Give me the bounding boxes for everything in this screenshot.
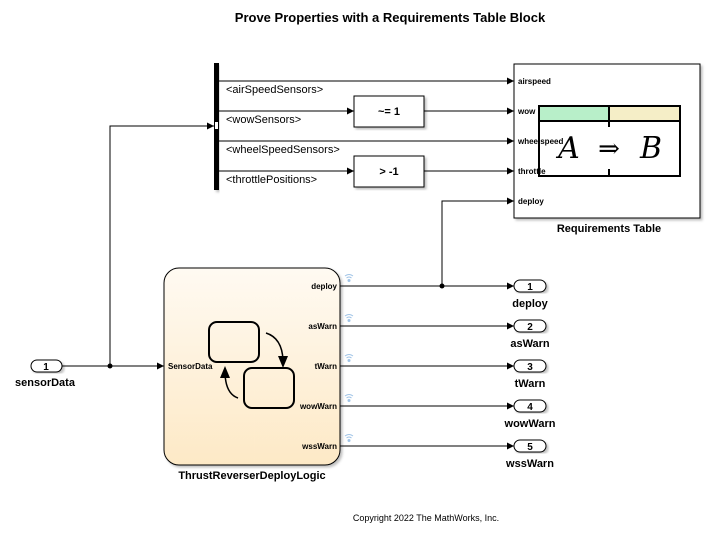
requirements-table-block[interactable]: A ⇒ B airspeed wow wheelspeed throttle d… [513,63,701,219]
req-port-throttle: throttle [518,167,546,176]
req-port-deploy: deploy [518,197,544,206]
chart-output-wowwarn: wowWarn [299,402,337,411]
outport-number: 3 [527,362,533,373]
outport-name: wowWarn [504,418,556,430]
output-lines [340,282,514,450]
stateflow-icon [208,321,295,409]
outport-name: asWarn [510,338,550,350]
signal-label-throttle: <throttlePositions> [226,174,317,186]
chart-output-wsswarn: wssWarn [301,442,337,451]
input-lines [62,122,214,370]
bus-port-icon [215,122,218,129]
compare-label: > -1 [379,166,398,178]
outport-name: tWarn [515,378,546,390]
implies-icon: ⇒ [598,134,620,164]
req-icon-a: A [555,131,580,166]
signal-label-wow: <wowSensors> [226,114,301,126]
compare-block-throttle[interactable]: > -1 [353,155,425,188]
chart-output-twarn: tWarn [315,362,337,371]
req-port-wow: wow [517,107,536,116]
outport-aswarn[interactable]: 2 asWarn [510,319,550,350]
outport-name: deploy [512,298,548,310]
chart-output-aswarn: asWarn [308,322,337,331]
req-port-airspeed: airspeed [518,77,551,86]
req-port-wheelspeed: wheelspeed [517,137,563,146]
stateflow-chart-block[interactable]: SensorData deploy asWarn tWarn wowWarn w… [163,267,341,466]
outport-wowwarn[interactable]: 4 wowWarn [504,399,556,430]
outport-number: 5 [527,442,533,453]
signal-label-wheelspeed: <wheelSpeedSensors> [226,144,340,156]
diagram-title: Prove Properties with a Requirements Tab… [235,10,546,25]
outport-wsswarn[interactable]: 5 wssWarn [505,439,554,470]
outport-number: 4 [527,402,533,413]
inport-sensordata[interactable]: 1 sensorData [15,359,76,389]
requirements-table-name: Requirements Table [557,223,661,235]
chart-input-sensordata: SensorData [168,362,213,371]
compare-block-wow[interactable]: ~= 1 [353,95,425,128]
bus-signal-lines [219,77,514,175]
chart-output-deploy: deploy [311,282,337,291]
outport-deploy[interactable]: 1 deploy [512,279,549,310]
chart-name: ThrustReverserDeployLogic [178,470,325,482]
req-icon-b: B [639,131,662,166]
compare-label: ~= 1 [378,106,400,118]
signal-logging-icons [344,274,354,442]
outport-number: 1 [527,282,533,293]
signal-label-airspeed: <airSpeedSensors> [226,84,323,96]
outport-number: 2 [527,322,533,333]
outport-name: wssWarn [505,458,554,470]
deploy-feedback-line [441,197,514,287]
inport-number: 1 [43,362,49,373]
req-icon-header-right [610,106,680,121]
copyright-text: Copyright 2022 The MathWorks, Inc. [353,513,499,523]
outport-twarn[interactable]: 3 tWarn [513,359,547,390]
inport-name: sensorData [15,377,76,389]
req-icon-header-left [539,106,608,121]
